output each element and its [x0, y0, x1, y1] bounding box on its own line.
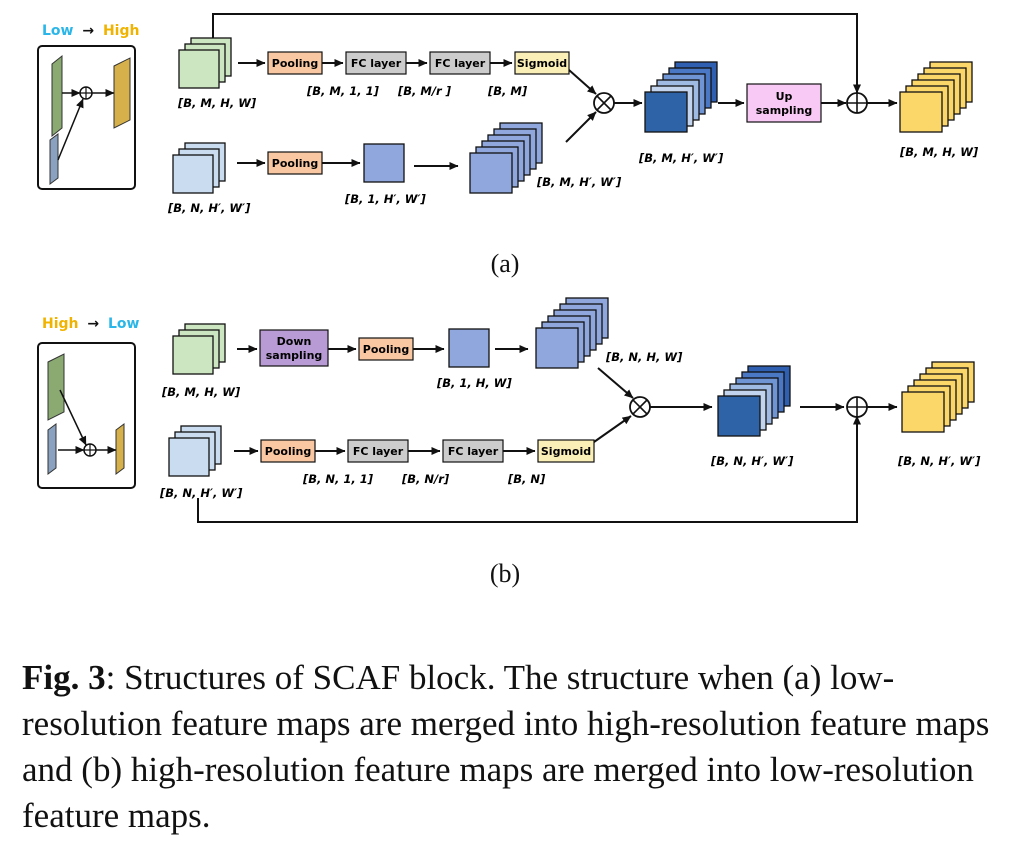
- legend-a-to: High: [103, 23, 140, 39]
- spatial-map-b: [448, 328, 490, 368]
- input-low-a: [172, 142, 226, 194]
- dim-b-in-low: [B, N, H′, W′]: [159, 486, 243, 500]
- downsampling-block: [259, 329, 329, 367]
- dim-a-mult-out: [B, M, H′, W′]: [638, 151, 724, 165]
- legend-b-to: Low: [108, 316, 140, 332]
- upsampling-block: [746, 83, 822, 123]
- legend-a-box: [37, 45, 136, 190]
- dim-a-final-out: [B, M, H, W]: [899, 145, 979, 159]
- input-high-a: [178, 37, 232, 89]
- svg-text:Low → High: Low → High: [42, 23, 139, 39]
- figure-caption: Fig. 3: Structures of SCAF block. The st…: [22, 655, 1002, 839]
- skip-connection-b: [197, 415, 861, 523]
- panel-b-label: (b): [490, 559, 520, 588]
- input-high-b: [172, 323, 226, 375]
- dim-a-pool-out: [B, M, 1, 1]: [306, 84, 380, 98]
- dim-a-pool2-out: [B, 1, H′, W′]: [344, 192, 427, 206]
- downsampling-label-1: Down: [277, 335, 312, 348]
- dim-b-pool2-out: [B, N, 1, 1]: [302, 472, 374, 486]
- dim-b-fc-out: [B, N/r]: [401, 472, 450, 486]
- fc-label-a1: FC layer: [351, 57, 402, 70]
- repeated-spatial-stack-a: [469, 122, 543, 194]
- sigmoid-label-a: Sigmoid: [517, 57, 567, 70]
- fc-label-b1: FC layer: [353, 445, 404, 458]
- output-stack-a: [899, 61, 973, 133]
- add-op-a: [846, 92, 868, 114]
- dim-b-sig-out: [B, N]: [507, 472, 546, 486]
- upsampling-label-1: Up: [776, 90, 793, 103]
- output-stack-b: [901, 361, 975, 433]
- dim-a-rep-out: [B, M, H′, W′]: [536, 175, 622, 189]
- legend-a-arrow: →: [82, 23, 94, 39]
- dim-b-mult-out: [B, N, H′, W′]: [710, 454, 794, 468]
- multiply-op-a: [593, 92, 615, 114]
- legend-a-from: Low: [42, 23, 74, 39]
- dim-a-in-low: [B, N, H′, W′]: [167, 201, 251, 215]
- weighted-stack-a: [644, 61, 718, 133]
- scaf-diagram: Low → High [B, M, H, W] Pooling: [37, 13, 981, 588]
- legend-b-box: [37, 342, 136, 489]
- upsampling-label-2: sampling: [756, 104, 813, 117]
- sigmoid-label-b: Sigmoid: [541, 445, 591, 458]
- sigmoid-block-a: [514, 51, 570, 75]
- spatial-map-a: [363, 143, 405, 183]
- multiply-op-b: [629, 396, 651, 418]
- fc-label-a2: FC layer: [435, 57, 486, 70]
- legend-b-from: High: [42, 316, 79, 332]
- add-op-b: [846, 396, 868, 418]
- panel-b: High → Low [B, M, H, W] Down sampling: [37, 297, 981, 588]
- caption-label: Fig. 3: [22, 658, 106, 697]
- panel-a: Low → High [B, M, H, W] Pooling: [37, 13, 979, 278]
- skip-connection-a: [212, 13, 861, 94]
- pooling-label-b2: Pooling: [265, 445, 311, 458]
- downsampling-label-2: sampling: [266, 349, 323, 362]
- sigmoid-block-b: [537, 439, 595, 463]
- repeated-spatial-stack-b: [535, 297, 609, 369]
- dim-a-sig-out: [B, M]: [487, 84, 528, 98]
- pooling-label-b1: Pooling: [363, 343, 409, 356]
- weighted-stack-b: [717, 365, 791, 437]
- fc-label-b2: FC layer: [448, 445, 499, 458]
- dim-b-pool-out: [B, 1, H, W]: [436, 376, 512, 390]
- svg-text:High → Low: High → Low: [42, 316, 140, 332]
- pooling-label-a1: Pooling: [272, 57, 318, 70]
- dim-b-final-out: [B, N, H′, W′]: [897, 454, 981, 468]
- dim-a-in-high: [B, M, H, W]: [177, 96, 257, 110]
- caption-text: : Structures of SCAF block. The structur…: [22, 658, 990, 835]
- dim-b-in-high: [B, M, H, W]: [161, 385, 241, 399]
- legend-b-arrow: →: [87, 316, 99, 332]
- input-low-b: [168, 425, 222, 477]
- dim-b-rep-out: [B, N, H, W]: [605, 350, 683, 364]
- dim-a-fc1-out: [B, M/r ]: [397, 84, 452, 98]
- panel-a-label: (a): [491, 249, 520, 278]
- pooling-label-a2: Pooling: [272, 157, 318, 170]
